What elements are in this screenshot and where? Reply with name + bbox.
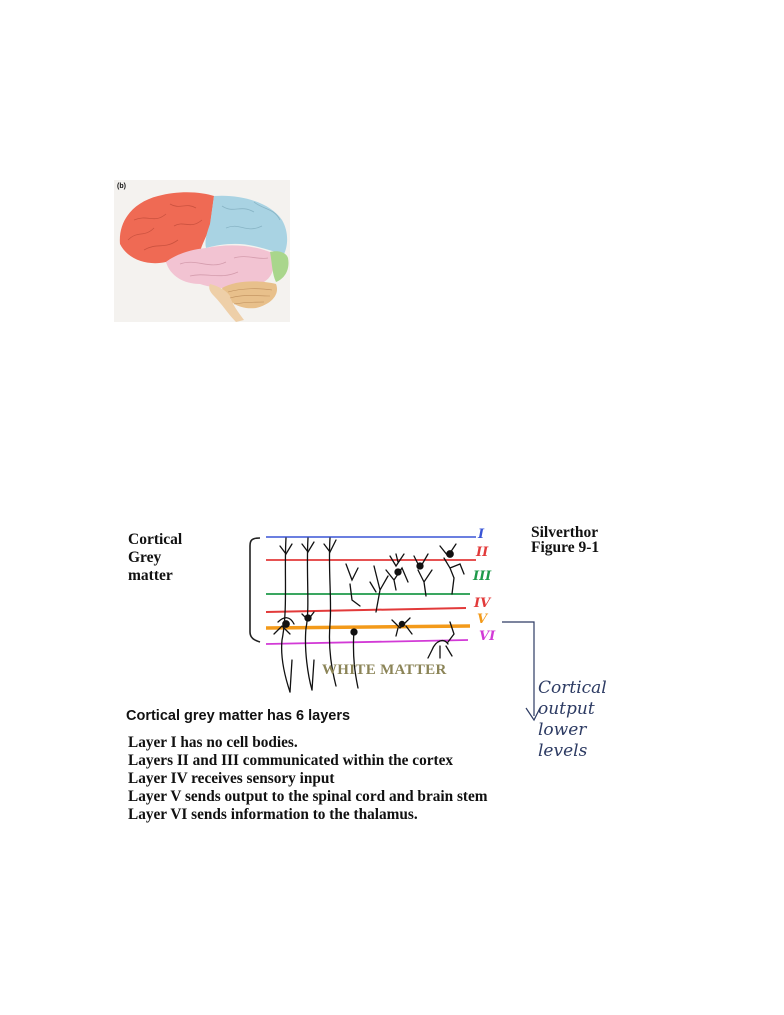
panel-label: (b) xyxy=(117,183,126,190)
layer-numeral-2: II xyxy=(476,545,489,560)
handwritten-note-line: levels xyxy=(538,741,588,761)
grey-matter-bracket xyxy=(249,537,261,643)
cerebellum xyxy=(222,281,278,309)
brainstem xyxy=(209,284,244,322)
white-matter-label: WHITE MATTER xyxy=(322,662,447,678)
neuron-sketches xyxy=(273,537,465,693)
layer-fact: Layer I has no cell bodies. xyxy=(128,734,298,751)
frontal-lobe xyxy=(119,192,214,264)
layer-line-4 xyxy=(265,607,467,613)
occipital-lobe xyxy=(270,251,289,282)
layers-title: Cortical grey matter has 6 layers xyxy=(126,708,351,724)
grey-matter-label-line: Cortical xyxy=(128,531,183,548)
output-arrow xyxy=(502,621,535,716)
temporal-lobe xyxy=(166,245,274,289)
grey-matter-label-line: Grey xyxy=(128,549,162,566)
handwritten-note-line: Cortical xyxy=(538,678,607,698)
layer-fact: Layer VI sends information to the thalam… xyxy=(128,806,418,823)
layer-facts: Layer I has no cell bodies. Layers II an… xyxy=(128,734,508,824)
figure-reference: Silverthor Figure 9-1 xyxy=(531,524,600,556)
cortex-layers-diagram xyxy=(249,536,541,722)
layer-numeral-4: IV xyxy=(474,596,491,611)
layer-fact: Layer V sends output to the spinal cord … xyxy=(128,788,488,805)
parietal-lobe xyxy=(205,195,288,254)
handwritten-note-line: lower xyxy=(538,720,587,740)
layer-fact: Layers II and III communicated within th… xyxy=(128,752,454,769)
brain-lateral-illustration xyxy=(114,180,290,322)
layer-numeral-3: III xyxy=(473,569,492,584)
layer-numeral-1: I xyxy=(478,527,485,542)
figure-reference-line: Silverthor xyxy=(531,524,599,541)
handwritten-note: Cortical output lower levels xyxy=(538,678,607,762)
figure-reference-line: Figure 9-1 xyxy=(531,539,600,556)
grey-matter-label-line: matter xyxy=(128,567,173,584)
output-arrow-head xyxy=(525,707,541,722)
grey-matter-label: Cortical Grey matter xyxy=(128,531,182,585)
layer-numeral-6: VI xyxy=(479,629,496,644)
handwritten-note-line: output xyxy=(538,699,595,719)
layer-fact: Layer IV receives sensory input xyxy=(128,770,335,787)
layer-line-5 xyxy=(265,624,471,630)
layer-numeral-5: V xyxy=(477,612,488,627)
layer-line-6 xyxy=(265,639,469,645)
